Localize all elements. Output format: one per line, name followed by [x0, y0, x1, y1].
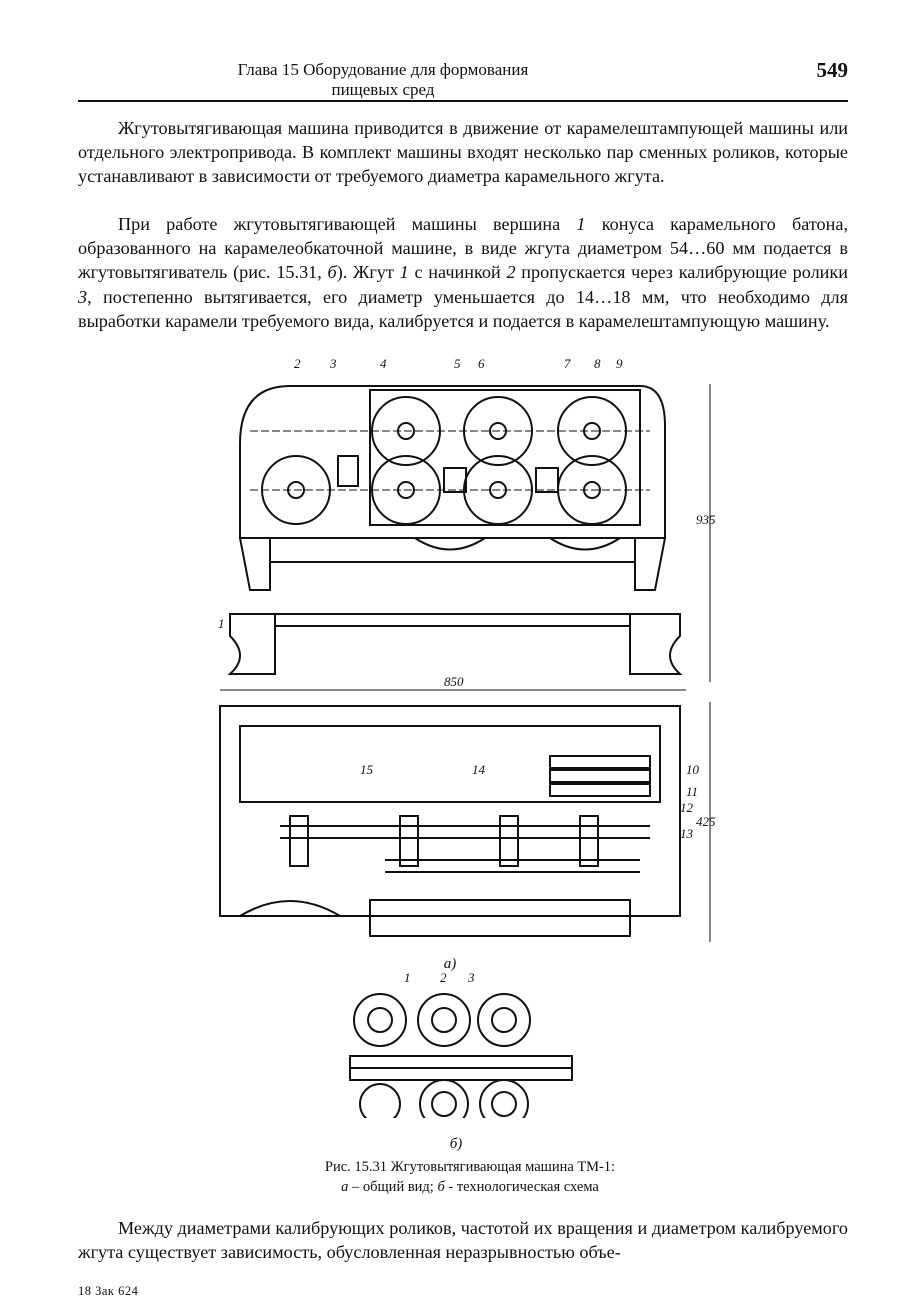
paragraph-2: При работе жгутовытягивающей машины верш…: [78, 214, 848, 331]
callout-11: 11: [686, 784, 698, 799]
scheme-callout-1: 1: [404, 970, 411, 985]
chapter-title-line2: пищевых сред: [331, 80, 435, 99]
callout-8: 8: [594, 356, 601, 371]
header-rule: [78, 100, 848, 102]
callout-7: 7: [564, 356, 571, 371]
chapter-title-line1: Глава 15 Оборудование для формования: [237, 60, 529, 79]
figure-letter-a: а): [443, 956, 457, 972]
page-number: 549: [816, 58, 849, 82]
callout-6: 6: [478, 356, 485, 371]
page-header: Глава 15 Оборудование для формования пищ…: [78, 58, 848, 104]
machine-drawing: 2 3 4 5 6 7 8 9 1 850 935 10 11 12 13 42…: [218, 356, 716, 942]
callout-3: 3: [329, 356, 337, 371]
scheme-drawing: 1 2 3: [349, 970, 573, 1129]
figure-caption-line2: а – общий вид; б - технологическая схема: [341, 1179, 599, 1195]
callout-1: 1: [218, 616, 225, 631]
footer-print-mark: 18 Зак 624: [78, 1284, 139, 1298]
scheme-callout-3: 3: [467, 970, 475, 985]
callout-5: 5: [454, 356, 461, 371]
dim-width: 850: [444, 674, 464, 689]
dim-height-top: 935: [696, 512, 716, 527]
callout-14: 14: [472, 762, 486, 777]
figure-technological-scheme: 1 2 3: [340, 968, 590, 1129]
scheme-callout-2: 2: [440, 970, 447, 985]
figure-caption-line1: Рис. 15.31 Жгутовытягивающая машина ТМ-1…: [324, 1159, 616, 1175]
callout-15: 15: [360, 762, 374, 777]
figure-general-view: 2 3 4 5 6 7 8 9 1 850 935 10 11 12 13 42…: [210, 356, 720, 956]
callout-10: 10: [686, 762, 700, 777]
callout-13: 13: [680, 826, 694, 841]
callout-4: 4: [380, 356, 387, 371]
figure-letter-b: б): [449, 1136, 463, 1152]
callout-2: 2: [294, 356, 301, 371]
callout-12: 12: [680, 800, 694, 815]
paragraph-3: Между диаметрами калибрующих роликов, ча…: [78, 1218, 848, 1263]
dim-height-bottom: 425: [696, 814, 716, 829]
chapter-title: Глава 15 Оборудование для формования пищ…: [78, 60, 688, 100]
callout-9: 9: [616, 356, 623, 371]
paragraph-1: Жгутовытягивающая машина приводится в дв…: [78, 118, 848, 187]
